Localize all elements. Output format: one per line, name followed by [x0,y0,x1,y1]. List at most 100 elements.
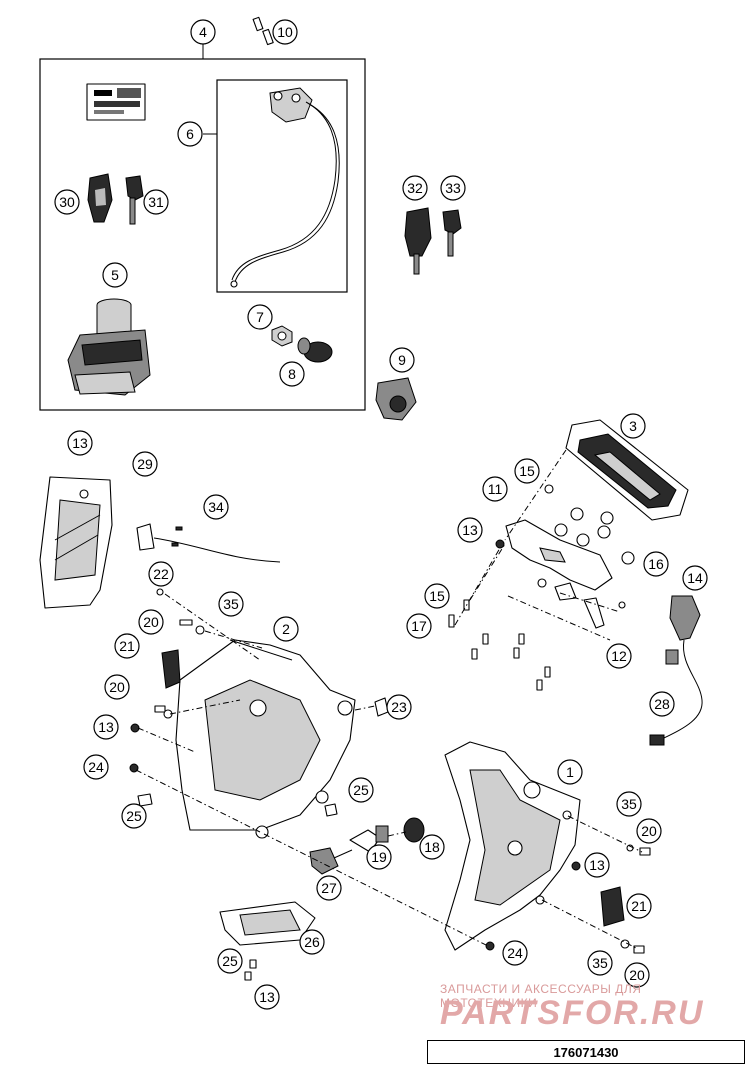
callout-13-d: 13 [584,852,610,878]
svg-text:26: 26 [304,934,320,950]
callout-3: 3 [620,413,646,439]
callout-30: 30 [54,189,80,215]
callout-27: 27 [316,875,342,901]
nut-7 [271,325,293,347]
svg-text:35: 35 [223,596,239,612]
callout-31: 31 [143,189,169,215]
callout-29: 29 [132,451,158,477]
callout-22: 22 [148,561,174,587]
holders-12 [537,578,626,629]
callout-13-e: 13 [254,984,280,1010]
svg-text:11: 11 [488,481,503,497]
callout-6: 6 [177,121,203,147]
svg-text:17: 17 [411,618,427,634]
callout-2: 2 [273,616,299,642]
callout-12: 12 [606,643,632,669]
svg-text:27: 27 [321,880,337,896]
lock-cylinder-8 [297,337,333,363]
callout-23: 23 [386,694,412,720]
svg-text:5: 5 [111,267,119,283]
svg-text:1: 1 [566,764,574,780]
pad-21-left [161,649,181,689]
cover-26 [219,901,316,981]
callout-13-a: 13 [457,517,483,543]
svg-text:13: 13 [72,435,88,451]
callout-25-a: 25 [348,777,374,803]
left-fasteners [129,588,338,817]
callout-8: 8 [279,361,305,387]
callout-9: 9 [389,347,415,373]
cable-frame [216,79,348,293]
svg-text:24: 24 [88,759,104,775]
callout-15-top: 15 [514,458,540,484]
svg-text:10: 10 [277,24,293,40]
callout-21-a: 21 [114,633,140,659]
svg-text:35: 35 [592,955,608,971]
key-30 [87,173,113,223]
clip-23 [374,697,389,717]
cover-29 [39,476,113,609]
holder-27 [309,847,353,875]
svg-text:7: 7 [256,309,264,325]
callout-7: 7 [247,304,273,330]
svg-text:34: 34 [208,499,224,515]
svg-text:35: 35 [621,796,637,812]
callout-18: 18 [419,834,445,860]
callout-16: 16 [643,551,669,577]
small-screws [448,484,554,691]
callout-25-c: 25 [217,948,243,974]
svg-text:15: 15 [429,588,445,604]
callout-35-c: 35 [587,950,613,976]
svg-text:19: 19 [371,849,387,865]
watermark-tagline: ЗАПЧАСТИ И АКСЕССУАРЫ ДЛЯ МОТОТЕХНИКИ [440,982,642,1010]
dashboard-display [565,419,689,521]
callout-10: 10 [272,19,298,45]
fairing-bracket-2 [175,639,356,839]
cable-34 [136,523,281,563]
key-32 [404,207,432,275]
svg-text:18: 18 [424,839,440,855]
callout-19: 19 [366,844,392,870]
callout-24-b: 24 [502,940,528,966]
diagram-code: 176071430 [427,1040,745,1064]
svg-text:28: 28 [654,696,670,712]
callout-33: 33 [440,175,466,201]
svg-text:13: 13 [259,989,275,1005]
sensor-14 [649,595,703,746]
key-33 [442,209,462,257]
svg-text:3: 3 [629,418,637,434]
svg-text:13: 13 [98,719,114,735]
svg-text:20: 20 [629,967,645,983]
svg-text:15: 15 [519,463,535,479]
svg-text:21: 21 [631,898,647,914]
svg-text:29: 29 [137,456,153,472]
svg-text:4: 4 [199,24,207,40]
svg-text:22: 22 [153,566,169,582]
callout-5: 5 [102,262,128,288]
svg-text:20: 20 [109,679,125,695]
svg-text:23: 23 [391,699,407,715]
svg-text:30: 30 [59,194,75,210]
svg-text:25: 25 [126,808,142,824]
label-sticker [86,83,146,121]
svg-text:25: 25 [222,953,238,969]
svg-text:6: 6 [186,126,194,142]
callout-21-b: 21 [626,893,652,919]
svg-text:20: 20 [641,823,657,839]
callout-11: 11 [482,476,508,502]
key-31 [125,175,144,225]
svg-text:8: 8 [288,366,296,382]
svg-text:13: 13 [462,522,478,538]
svg-text:31: 31 [148,194,164,210]
callout-20-d: 20 [624,962,650,988]
callout-4: 4 [190,19,216,45]
callout-32: 32 [402,175,428,201]
callout-25-b: 25 [121,803,147,829]
callout-28: 28 [649,691,675,717]
svg-text:2: 2 [282,621,290,637]
svg-text:20: 20 [143,614,159,630]
watermark-brand: PARTSFOR.RU [440,994,705,1032]
callout-14: 14 [682,565,708,591]
callout-1: 1 [557,759,583,785]
